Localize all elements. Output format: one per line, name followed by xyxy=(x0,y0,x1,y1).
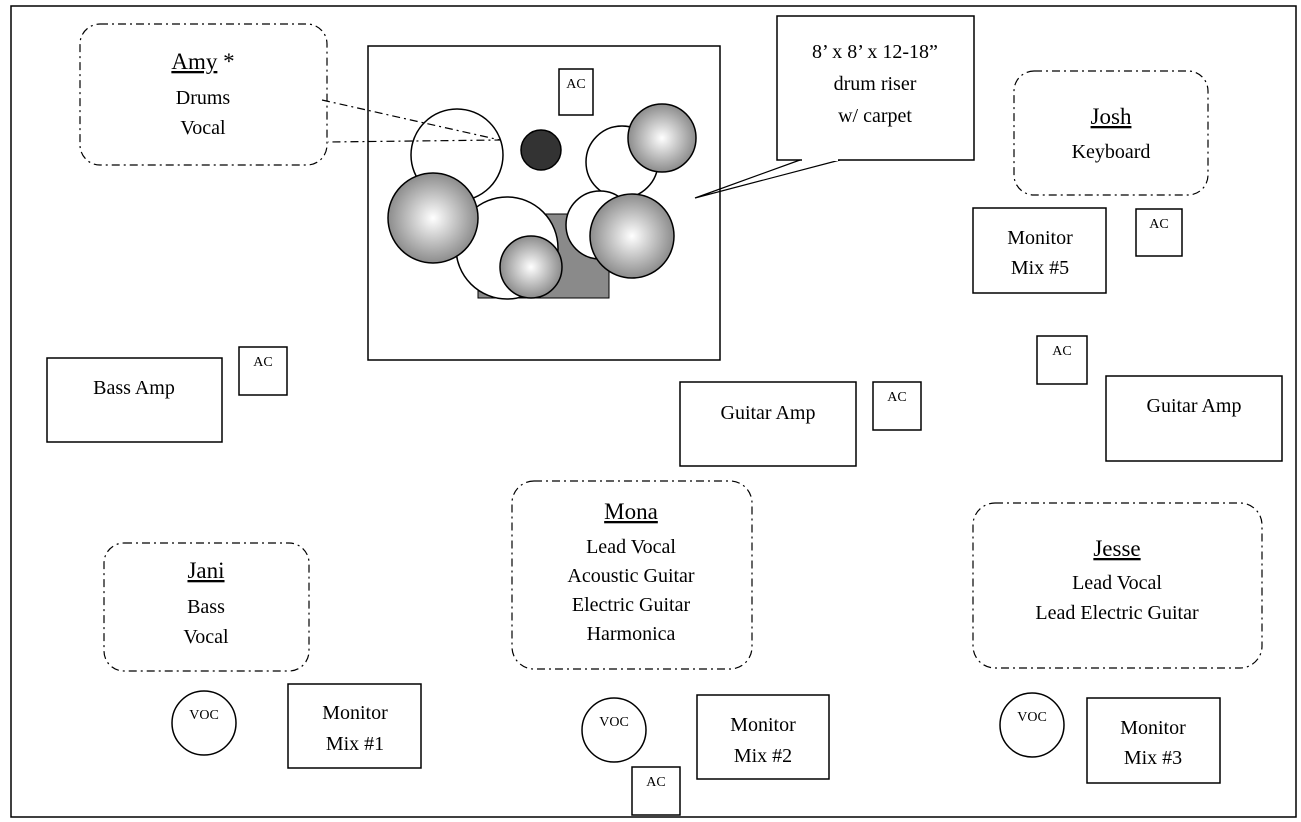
bass-amp-label: Bass Amp xyxy=(93,377,175,399)
monitor-label: Monitor xyxy=(322,702,388,724)
member-jani: Jani Bass Vocal xyxy=(103,542,310,672)
riser-callout: 8’ x 8’ x 12-18” drum riser w/ carpet xyxy=(694,15,975,199)
member-role: Lead Electric Guitar xyxy=(1035,602,1199,624)
monitor-mix-2 xyxy=(696,694,830,780)
jani-box xyxy=(103,542,310,672)
drum-throne xyxy=(520,129,562,171)
amy-callout-box xyxy=(79,23,328,166)
monitor-label: Mix #5 xyxy=(1011,257,1069,279)
member-name: Josh xyxy=(1091,104,1132,129)
cymbal xyxy=(627,103,697,173)
member-role: Harmonica xyxy=(587,623,676,645)
jesse-box xyxy=(972,502,1263,669)
ac-label: AC xyxy=(253,355,272,370)
ac-label: AC xyxy=(566,77,585,92)
member-role: Drums xyxy=(176,87,231,109)
ac-outlet-right xyxy=(1036,335,1088,385)
member-role: Lead Vocal xyxy=(1072,572,1162,594)
ac-outlet-josh xyxy=(1135,208,1183,257)
guitar-amp-center xyxy=(679,381,857,467)
monitor-mix-5 xyxy=(972,207,1107,294)
cymbal xyxy=(499,235,563,299)
member-role: Lead Vocal xyxy=(586,536,676,558)
monitor-mix-3 xyxy=(1086,697,1221,784)
member-amy: Amy * Drums Vocal xyxy=(79,23,501,166)
monitor-label: Monitor xyxy=(1120,717,1186,739)
amy-callout-pointer xyxy=(321,99,501,143)
cymbal xyxy=(387,172,479,264)
ac-label: AC xyxy=(1149,217,1168,232)
member-role: Acoustic Guitar xyxy=(567,565,695,587)
monitor-mix-1 xyxy=(287,683,422,769)
monitor-label: Mix #2 xyxy=(734,745,792,767)
guitar-amp-label: Guitar Amp xyxy=(721,402,816,424)
guitar-amp-right xyxy=(1105,375,1283,462)
member-name: Amy xyxy=(171,49,218,74)
member-jesse: Jesse Lead Vocal Lead Electric Guitar xyxy=(972,502,1263,669)
member-name-suffix: * xyxy=(217,49,234,74)
cymbal xyxy=(589,193,675,279)
bass-amp xyxy=(46,357,223,443)
member-role: Keyboard xyxy=(1072,141,1151,163)
voc-label: VOC xyxy=(189,708,219,723)
member-name: Mona xyxy=(604,499,658,524)
monitor-label: Mix #3 xyxy=(1124,747,1182,769)
riser-callout-pointer xyxy=(694,159,841,199)
member-mona: Mona Lead Vocal Acoustic Guitar Electric… xyxy=(511,480,753,670)
ac-outlet-mona xyxy=(631,766,681,816)
riser-note-line: 8’ x 8’ x 12-18” xyxy=(812,41,938,63)
guitar-amp-label: Guitar Amp xyxy=(1147,395,1242,417)
voc-label: VOC xyxy=(599,715,629,730)
josh-box xyxy=(1013,70,1209,196)
ac-label: AC xyxy=(1052,344,1071,359)
member-name-line: Amy * xyxy=(171,49,234,74)
ac-outlet-bass xyxy=(238,346,288,396)
member-role: Vocal xyxy=(183,626,229,648)
member-role: Electric Guitar xyxy=(572,594,691,616)
mona-box xyxy=(511,480,753,670)
drum-riser: AC xyxy=(367,45,721,361)
ac-label: AC xyxy=(887,390,906,405)
riser-note-line: drum riser xyxy=(834,73,917,95)
member-name: Jesse xyxy=(1093,536,1140,561)
ac-outlet-riser xyxy=(558,68,594,116)
member-name: Jani xyxy=(187,558,224,583)
vocal-mic-jesse xyxy=(999,692,1065,758)
riser-note-line: w/ carpet xyxy=(838,105,912,127)
ac-outlet-center xyxy=(872,381,922,431)
riser-note-box xyxy=(776,15,975,161)
monitor-label: Monitor xyxy=(730,714,796,736)
member-role: Bass xyxy=(187,596,225,618)
voc-label: VOC xyxy=(1017,710,1047,725)
monitor-label: Mix #1 xyxy=(326,733,384,755)
monitor-label: Monitor xyxy=(1007,227,1073,249)
ac-label: AC xyxy=(646,775,665,790)
member-role: Vocal xyxy=(180,117,226,139)
vocal-mic-mona xyxy=(581,697,647,763)
vocal-mic-jani xyxy=(171,690,237,756)
member-josh: Josh Keyboard xyxy=(1013,70,1209,196)
